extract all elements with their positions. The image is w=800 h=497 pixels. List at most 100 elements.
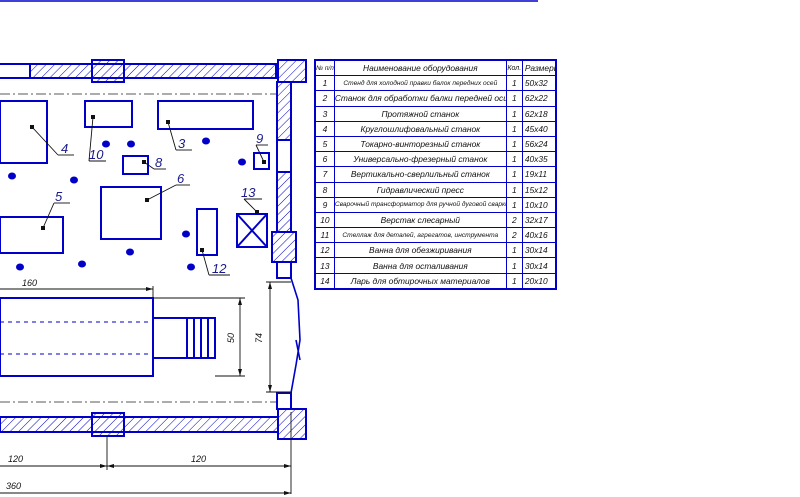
center-points — [30, 115, 266, 252]
row-qty: 1 — [505, 196, 523, 213]
door — [290, 277, 301, 394]
bottom-wall — [0, 412, 279, 437]
row-name: Станок для обработки балки передней оси — [333, 90, 507, 107]
row-qty: 1 — [505, 242, 523, 259]
dimension-arrows — [100, 282, 291, 495]
row-name: Протяжной станок — [333, 105, 507, 122]
col-size-header: Размеры — [521, 59, 557, 77]
equipment-4 — [0, 100, 48, 164]
row-size: 62x22 — [521, 90, 557, 107]
dim-total: 360 — [6, 481, 21, 491]
bench-dashes — [0, 321, 153, 355]
label-equipment-3: 3 — [178, 136, 186, 151]
label-equipment-5: 5 — [55, 189, 63, 204]
label-equipment-13: 13 — [241, 185, 256, 200]
equipment-table: № п/п Наименование оборудования Кол. Раз… — [314, 59, 557, 290]
row-name: Стенд для холодной правки балок передних… — [333, 75, 507, 92]
top-wall — [0, 59, 307, 83]
equipment-long-bench — [0, 297, 154, 377]
row-size: 40x35 — [521, 151, 557, 168]
col-name-header: Наименование оборудования — [333, 59, 507, 77]
col-qty-header: Кол. — [505, 59, 523, 77]
equipment-8 — [122, 155, 149, 175]
row-qty: 1 — [505, 105, 523, 122]
row-number: 10 — [314, 211, 335, 229]
row-size: 32x17 — [521, 211, 557, 229]
row-size: 40x16 — [521, 227, 557, 244]
col-number-header: № п/п — [314, 59, 335, 77]
row-qty: 1 — [505, 90, 523, 107]
row-number: 12 — [314, 242, 335, 259]
equipment-9 — [253, 152, 270, 170]
row-size: 19x11 — [521, 166, 557, 183]
row-name: Ларь для обтирочных материалов — [333, 272, 507, 290]
row-number: 3 — [314, 105, 335, 122]
row-number: 7 — [314, 166, 335, 183]
workplace-dots — [8, 137, 246, 271]
equipment-6 — [100, 186, 162, 240]
label-equipment-10: 10 — [89, 147, 104, 162]
row-qty: 2 — [505, 211, 523, 229]
row-name: Вертикально-сверлильный станок — [333, 166, 507, 183]
row-number: 11 — [314, 227, 335, 244]
row-qty: 1 — [505, 75, 523, 92]
leader-lines — [31, 116, 268, 276]
row-qty: 1 — [505, 151, 523, 168]
label-equipment-4: 4 — [61, 141, 68, 156]
right-wall — [271, 81, 307, 440]
row-name: Универсально-фрезерный станок — [333, 151, 507, 168]
label-equipment-12: 12 — [212, 261, 227, 276]
row-size: 62x18 — [521, 105, 557, 122]
row-number: 1 — [314, 75, 335, 92]
label-equipment-8: 8 — [155, 155, 163, 170]
dim-bottom-left: 120 — [8, 454, 23, 464]
row-qty: 1 — [505, 257, 523, 274]
row-number: 5 — [314, 135, 335, 153]
row-name: Круглошлифовальный станок — [333, 120, 507, 137]
equipment-5 — [0, 216, 64, 254]
row-number: 13 — [314, 257, 335, 274]
row-number: 9 — [314, 196, 335, 213]
row-number: 4 — [314, 120, 335, 137]
axis-lines — [0, 93, 276, 403]
row-qty: 1 — [505, 181, 523, 198]
equipment-13 — [236, 213, 268, 248]
dimension-lines — [0, 281, 292, 494]
row-qty: 1 — [505, 166, 523, 183]
equipment-12 — [196, 208, 218, 256]
row-number: 6 — [314, 151, 335, 168]
row-number: 8 — [314, 181, 335, 198]
equipment — [0, 100, 270, 377]
row-size: 15x12 — [521, 181, 557, 198]
label-equipment-6: 6 — [177, 171, 185, 186]
row-name: Стеллаж для деталей, агрегатов, инструме… — [333, 227, 507, 244]
row-name: Гидравлический пресс — [333, 181, 507, 198]
row-qty: 1 — [505, 120, 523, 137]
row-number: 14 — [314, 272, 335, 290]
row-size: 30x14 — [521, 257, 557, 274]
row-size: 20x10 — [521, 272, 557, 290]
row-size: 30x14 — [521, 242, 557, 259]
dim-inner-height: 50 — [226, 333, 236, 343]
dim-bottom-right: 120 — [191, 454, 206, 464]
dim-top-width: 160 — [22, 278, 37, 288]
row-size: 56x24 — [521, 135, 557, 153]
row-number: 2 — [314, 90, 335, 107]
row-qty: 1 — [505, 272, 523, 290]
row-qty: 1 — [505, 135, 523, 153]
row-name: Верстак слесарный — [333, 211, 507, 229]
row-name: Ванна для осталивания — [333, 257, 507, 274]
equipment-10 — [84, 100, 133, 128]
